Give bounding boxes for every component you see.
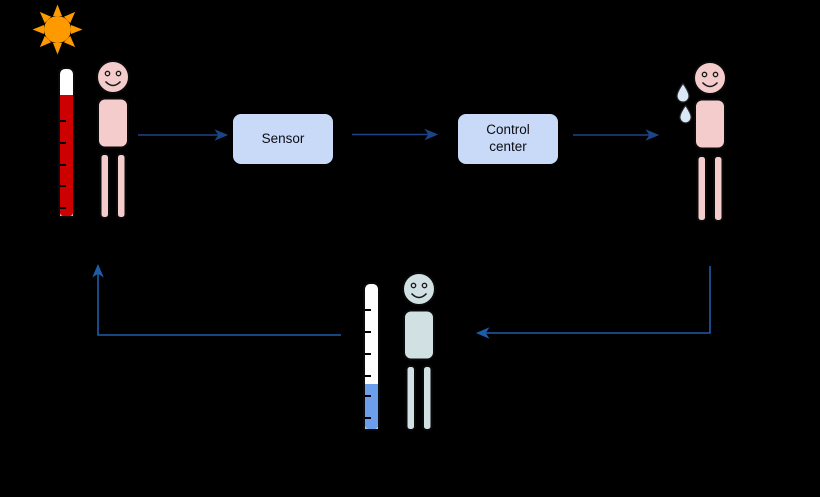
sweat-drop-icon (679, 104, 692, 124)
person-cool-head (402, 272, 436, 306)
person-sweating-leg (713, 155, 724, 222)
thermometer-cool (363, 282, 380, 431)
control-center-label: Control center (486, 122, 530, 154)
tick (60, 185, 66, 187)
arrow-effector-to-response (475, 266, 711, 339)
person-cool (402, 272, 436, 431)
person-warm-torso (97, 97, 129, 149)
person-cool-leg (422, 365, 433, 431)
person-sweating-leg (696, 155, 707, 222)
person-warm-head (96, 60, 130, 94)
tick (365, 331, 371, 333)
tick (365, 309, 371, 311)
person-cool-torso (403, 309, 435, 361)
thermometer-hot-mercury (60, 95, 73, 216)
sensor-box: Sensor (232, 113, 334, 165)
thermometer-cool-mercury (365, 384, 378, 429)
person-cool-leg (405, 365, 416, 431)
tick (60, 164, 66, 166)
tick (365, 417, 371, 419)
tick (365, 395, 371, 397)
person-sweating-torso (694, 98, 726, 150)
person-warm (96, 60, 130, 219)
sensor-label: Sensor (261, 130, 305, 146)
person-sweating-head (693, 61, 727, 95)
sun-icon (32, 4, 83, 55)
sweat-drop-icon (676, 82, 690, 103)
thermometer-hot (58, 67, 75, 218)
control-center-box: Control center (457, 113, 559, 165)
tick (60, 120, 66, 122)
tick (365, 375, 371, 377)
person-warm-leg (99, 153, 110, 219)
arrow-response-feedback-to-stimulus (92, 263, 341, 336)
person-warm-leg (116, 153, 127, 219)
tick (60, 207, 66, 209)
person-sweating (693, 61, 727, 222)
tick (60, 142, 66, 144)
tick (365, 353, 371, 355)
